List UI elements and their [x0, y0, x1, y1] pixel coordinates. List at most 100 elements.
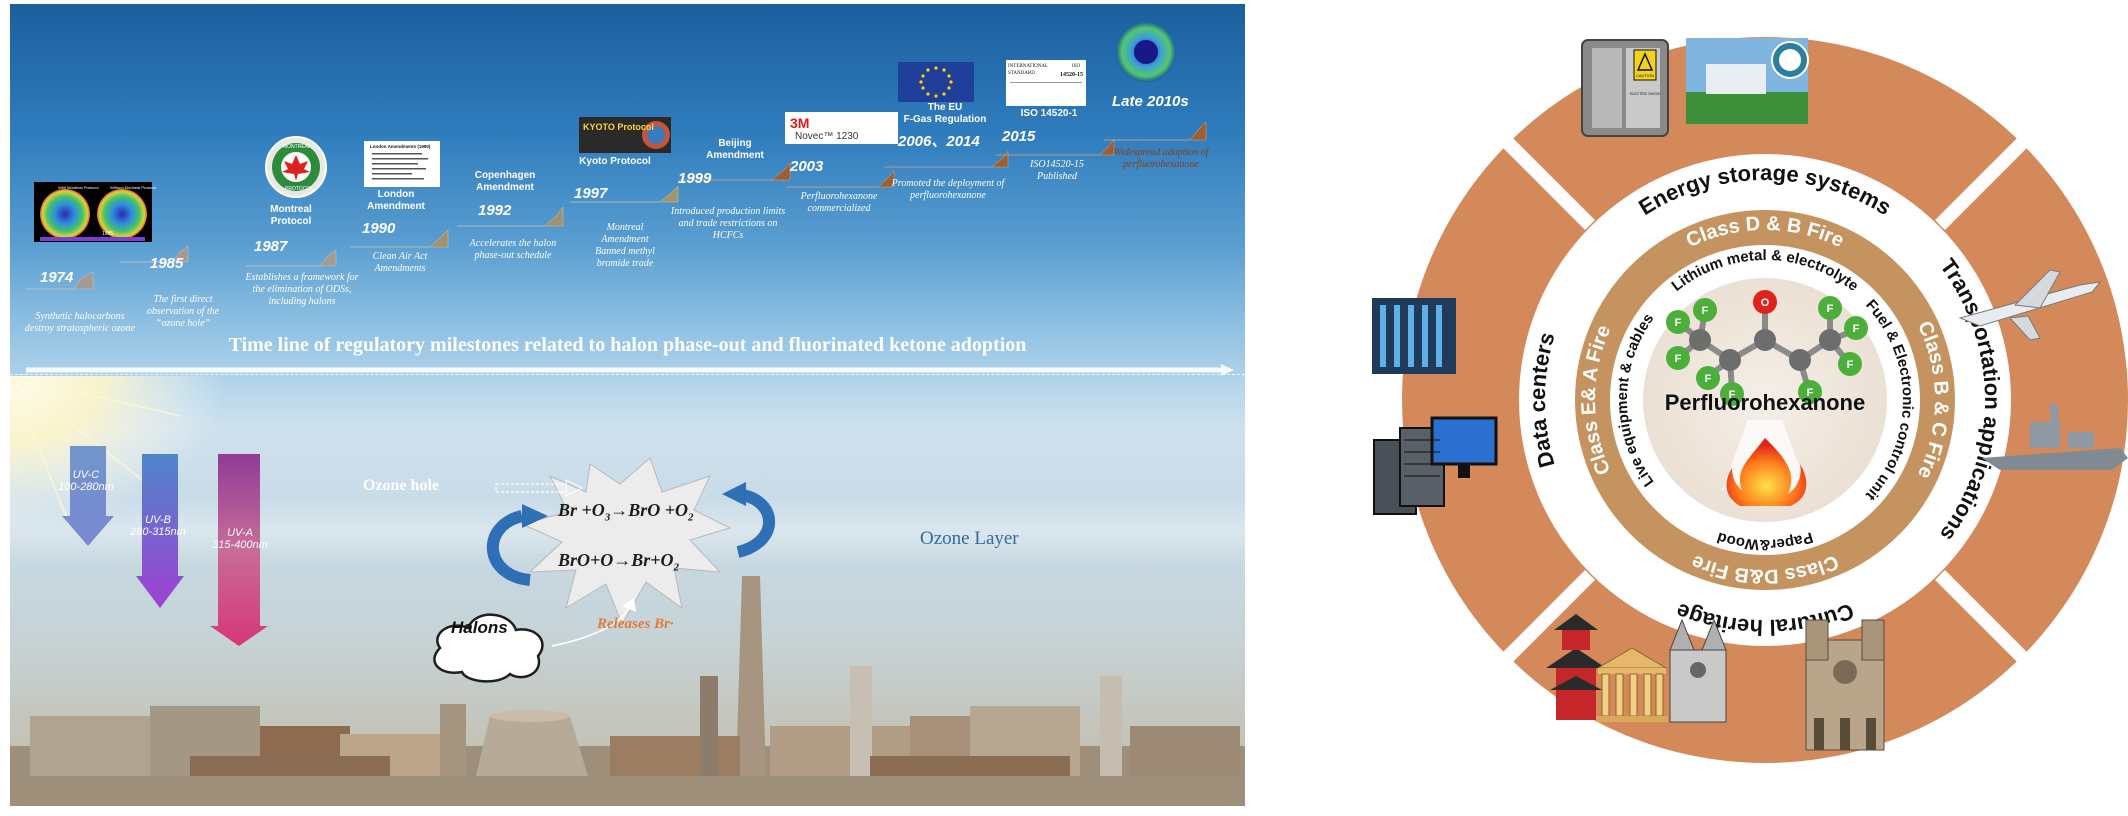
airplane-image	[1958, 269, 2102, 341]
reaction-2: BrO+O→Br+O2	[558, 550, 680, 574]
timeline-logos: With Montreal Protocol Without Montreal …	[34, 22, 1176, 242]
svg-text:ELECTRIC SHOCK: ELECTRIC SHOCK	[1630, 92, 1661, 96]
step-2015	[996, 138, 1115, 156]
timeline-steps	[26, 121, 1207, 290]
svg-text:MONTREAL: MONTREAL	[283, 144, 311, 150]
timeline-title: Time line of regulatory milestones relat…	[228, 334, 1027, 356]
ozone-scene	[10, 376, 1245, 806]
battery-cabinet-image: CAUTION ELECTRIC SHOCK	[1581, 39, 1669, 137]
cycle-arrow-right	[733, 488, 775, 558]
year-1987: 1987	[254, 238, 288, 255]
warship-image	[1982, 404, 2128, 470]
step-1999	[678, 162, 791, 181]
svg-text:Novec™ 1230: Novec™ 1230	[795, 131, 859, 142]
svg-text:With Montreal Protocol: With Montreal Protocol	[58, 185, 99, 190]
svg-text:ISO: ISO	[1072, 64, 1080, 69]
cathedral-small-image	[1669, 618, 1727, 723]
ozone-hole-label: Ozone hole	[363, 477, 439, 494]
eu-flag	[898, 62, 974, 102]
london-amendment-document: London Amendments (1990)	[364, 141, 440, 187]
factory-skyline	[10, 576, 1245, 806]
svg-text:CAUTION: CAUTION	[1636, 73, 1654, 78]
svg-text:KYOTO Protocol: KYOTO Protocol	[583, 122, 654, 132]
timeline-ozone-panel: 1974 1985 1987 1990 1992 1997 1999 2003 …	[10, 4, 1245, 806]
parthenon-image	[1596, 647, 1668, 722]
releases-arrow	[551, 605, 631, 647]
svg-text:F: F	[1675, 353, 1682, 365]
server-rack-image	[1372, 298, 1456, 374]
cycle-arrow-left	[487, 510, 531, 586]
server-computer-image	[1373, 416, 1498, 515]
svg-text:Without Montreal Protocol: Without Montreal Protocol	[110, 185, 156, 190]
uv-c-arrow	[62, 446, 114, 546]
step-2003	[786, 169, 895, 188]
year-1985: 1985	[150, 255, 184, 272]
year-1999: 1999	[678, 170, 712, 187]
ring-separators	[1487, 122, 2043, 678]
section-divider	[10, 374, 1245, 375]
step-2006	[884, 150, 1009, 168]
step-late2010s	[1104, 121, 1207, 141]
svg-text:F: F	[1847, 359, 1854, 371]
year-1992: 1992	[478, 202, 512, 219]
reaction-1: Br +O3→BrO +O2	[558, 500, 694, 524]
year-2006-2014: 2006、2014	[898, 133, 980, 150]
svg-text:F: F	[1675, 317, 1682, 329]
year-late-2010s: Late 2010s	[1112, 93, 1189, 110]
svg-text:F: F	[1827, 303, 1834, 315]
year-2003: 2003	[790, 158, 824, 175]
energy-storage-site-image	[1686, 38, 1809, 124]
application-wheel-panel: Energy storage systems Transportation ap…	[1360, 0, 2128, 811]
kyoto-protocol-logo: KYOTO Protocol	[579, 117, 671, 153]
step-1990	[350, 229, 449, 248]
3m-novec-logo: 3M Novec™ 1230	[785, 112, 898, 144]
svg-text:F: F	[1705, 373, 1712, 385]
pagoda-image	[1546, 614, 1606, 720]
step-1987	[246, 249, 337, 267]
timeline-arrow	[26, 364, 1234, 376]
iso-standard-cover: INTERNATIONAL STANDARD ISO 14520-15	[1006, 60, 1086, 106]
year-1990: 1990	[362, 220, 396, 237]
svg-text:PROTOCOL: PROTOCOL	[285, 186, 313, 192]
svg-text:1985: 1985	[102, 231, 113, 237]
application-wheel: Energy storage systems Transportation ap…	[1372, 37, 2128, 763]
ozone-hole-globe	[1116, 22, 1176, 82]
center-title: Perfluorohexanone	[1665, 390, 1865, 415]
releases-label: Releases Br·	[597, 616, 674, 632]
label-iso: ISO 14520-1	[1020, 108, 1078, 119]
step-1997	[570, 185, 679, 203]
step-1985	[120, 245, 189, 263]
fire-icon	[1722, 420, 1808, 506]
uv-a-arrow	[210, 454, 268, 646]
halons-label: Halons	[451, 618, 508, 637]
year-1997: 1997	[574, 185, 608, 202]
svg-text:London Amendments (1990): London Amendments (1990)	[370, 144, 431, 149]
step-1992	[457, 206, 564, 227]
svg-text:INTERNATIONAL: INTERNATIONAL	[1008, 64, 1048, 69]
year-2015: 2015	[1002, 128, 1036, 145]
svg-text:F: F	[1702, 305, 1709, 317]
year-1974: 1974	[40, 269, 74, 286]
svg-text:F: F	[1853, 323, 1860, 335]
svg-text:14520-15: 14520-15	[1060, 72, 1083, 78]
ozone-layer-label: Ozone Layer	[920, 528, 1019, 549]
halons-cloud	[433, 613, 544, 683]
svg-text:F: F	[1807, 387, 1814, 399]
